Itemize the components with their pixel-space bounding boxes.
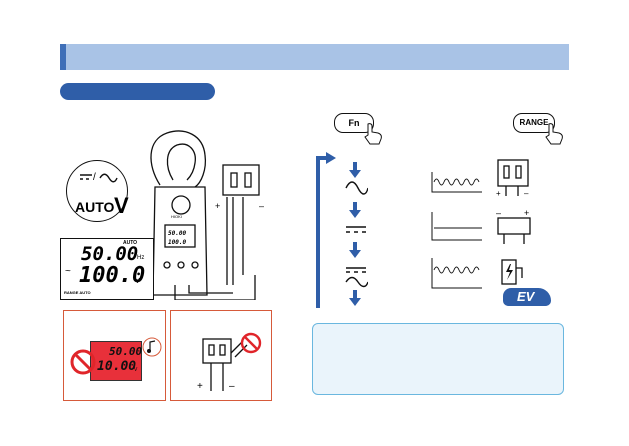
buzzer-warning-panel: 50.00 10.00 V xyxy=(63,310,166,401)
lcd-bottom-unit: V xyxy=(135,278,140,285)
meter-lcd-bottom: 100.0 xyxy=(168,239,186,246)
svg-text:–: – xyxy=(259,201,264,211)
warning-lcd-bottom: 10.00 xyxy=(97,359,137,374)
range-button[interactable]: RANGE xyxy=(513,113,555,133)
down-arrow-icon xyxy=(349,202,361,218)
down-arrow-icon xyxy=(349,162,361,178)
dc-icon xyxy=(346,226,366,233)
lcd-display: AUTO 50.00 Hz ~ 100.0 V RANGE AUTO xyxy=(60,238,154,300)
subsection-pill xyxy=(60,83,215,100)
callout-auto-label: AUTO xyxy=(75,199,115,215)
fn-button[interactable]: Fn xyxy=(334,113,374,133)
finger-press-icon xyxy=(545,123,563,145)
ac-wave-icon xyxy=(345,181,368,195)
waveform-graphs xyxy=(431,172,482,289)
warning-lcd-unit: V xyxy=(134,367,138,373)
svg-text:+: + xyxy=(215,201,220,211)
finger-press-icon xyxy=(364,123,382,145)
mode-callout xyxy=(66,160,128,222)
callout-unit: V xyxy=(114,193,129,218)
dc-ac-icon: / xyxy=(80,172,118,183)
ev-badge-label: EV xyxy=(517,289,535,304)
outlet-warning-panel: + – xyxy=(170,310,272,401)
ac-waveform xyxy=(431,172,482,193)
lcd-bottom-value: 100.0 xyxy=(79,263,146,288)
lcd-ac-symbol: ~ xyxy=(65,266,71,277)
lcd-auto-label: AUTO xyxy=(123,240,138,246)
svg-text:/: / xyxy=(93,172,96,183)
outlet-icon: + – xyxy=(496,159,529,198)
svg-text:+: + xyxy=(496,189,501,198)
lcd-top-value: 50.00 xyxy=(81,243,139,265)
svg-text:+: + xyxy=(524,208,529,218)
info-box xyxy=(312,323,564,395)
range-button-label: RANGE xyxy=(519,118,549,127)
clamp-meter-illustration: HIOKI 50.00 100.0 + – xyxy=(150,130,264,300)
dc-waveform xyxy=(431,212,482,241)
svg-text:–: – xyxy=(496,208,501,218)
warning-lcd: 50.00 10.00 V xyxy=(90,341,142,381)
prohibited-icon xyxy=(70,349,96,375)
down-arrow-icon xyxy=(349,242,361,258)
outlet-probe-illustration: + – xyxy=(197,332,262,392)
svg-text:+: + xyxy=(197,381,203,392)
warning-lcd-top: 50.00 xyxy=(109,345,143,358)
ev-badge: EV xyxy=(503,288,551,306)
ev-charger-icon xyxy=(501,259,523,285)
meter-lcd-top: 50.00 xyxy=(168,230,186,237)
svg-text:–: – xyxy=(524,189,529,198)
meter-brand-text: HIOKI xyxy=(171,214,182,219)
fn-button-label: Fn xyxy=(348,118,360,128)
down-arrow-icon xyxy=(349,290,361,306)
buzzer-note-icon xyxy=(142,337,162,357)
lcd-top-unit: Hz xyxy=(137,255,145,261)
section-header-bar xyxy=(60,44,569,70)
svg-text:–: – xyxy=(229,381,235,392)
dc-ac-icon xyxy=(346,267,366,273)
lcd-range-label: RANGE AUTO xyxy=(64,290,91,295)
mode-cycle-flow xyxy=(316,152,368,308)
battery-icon: – + xyxy=(496,208,531,244)
dc-ac-waveform xyxy=(431,258,482,289)
